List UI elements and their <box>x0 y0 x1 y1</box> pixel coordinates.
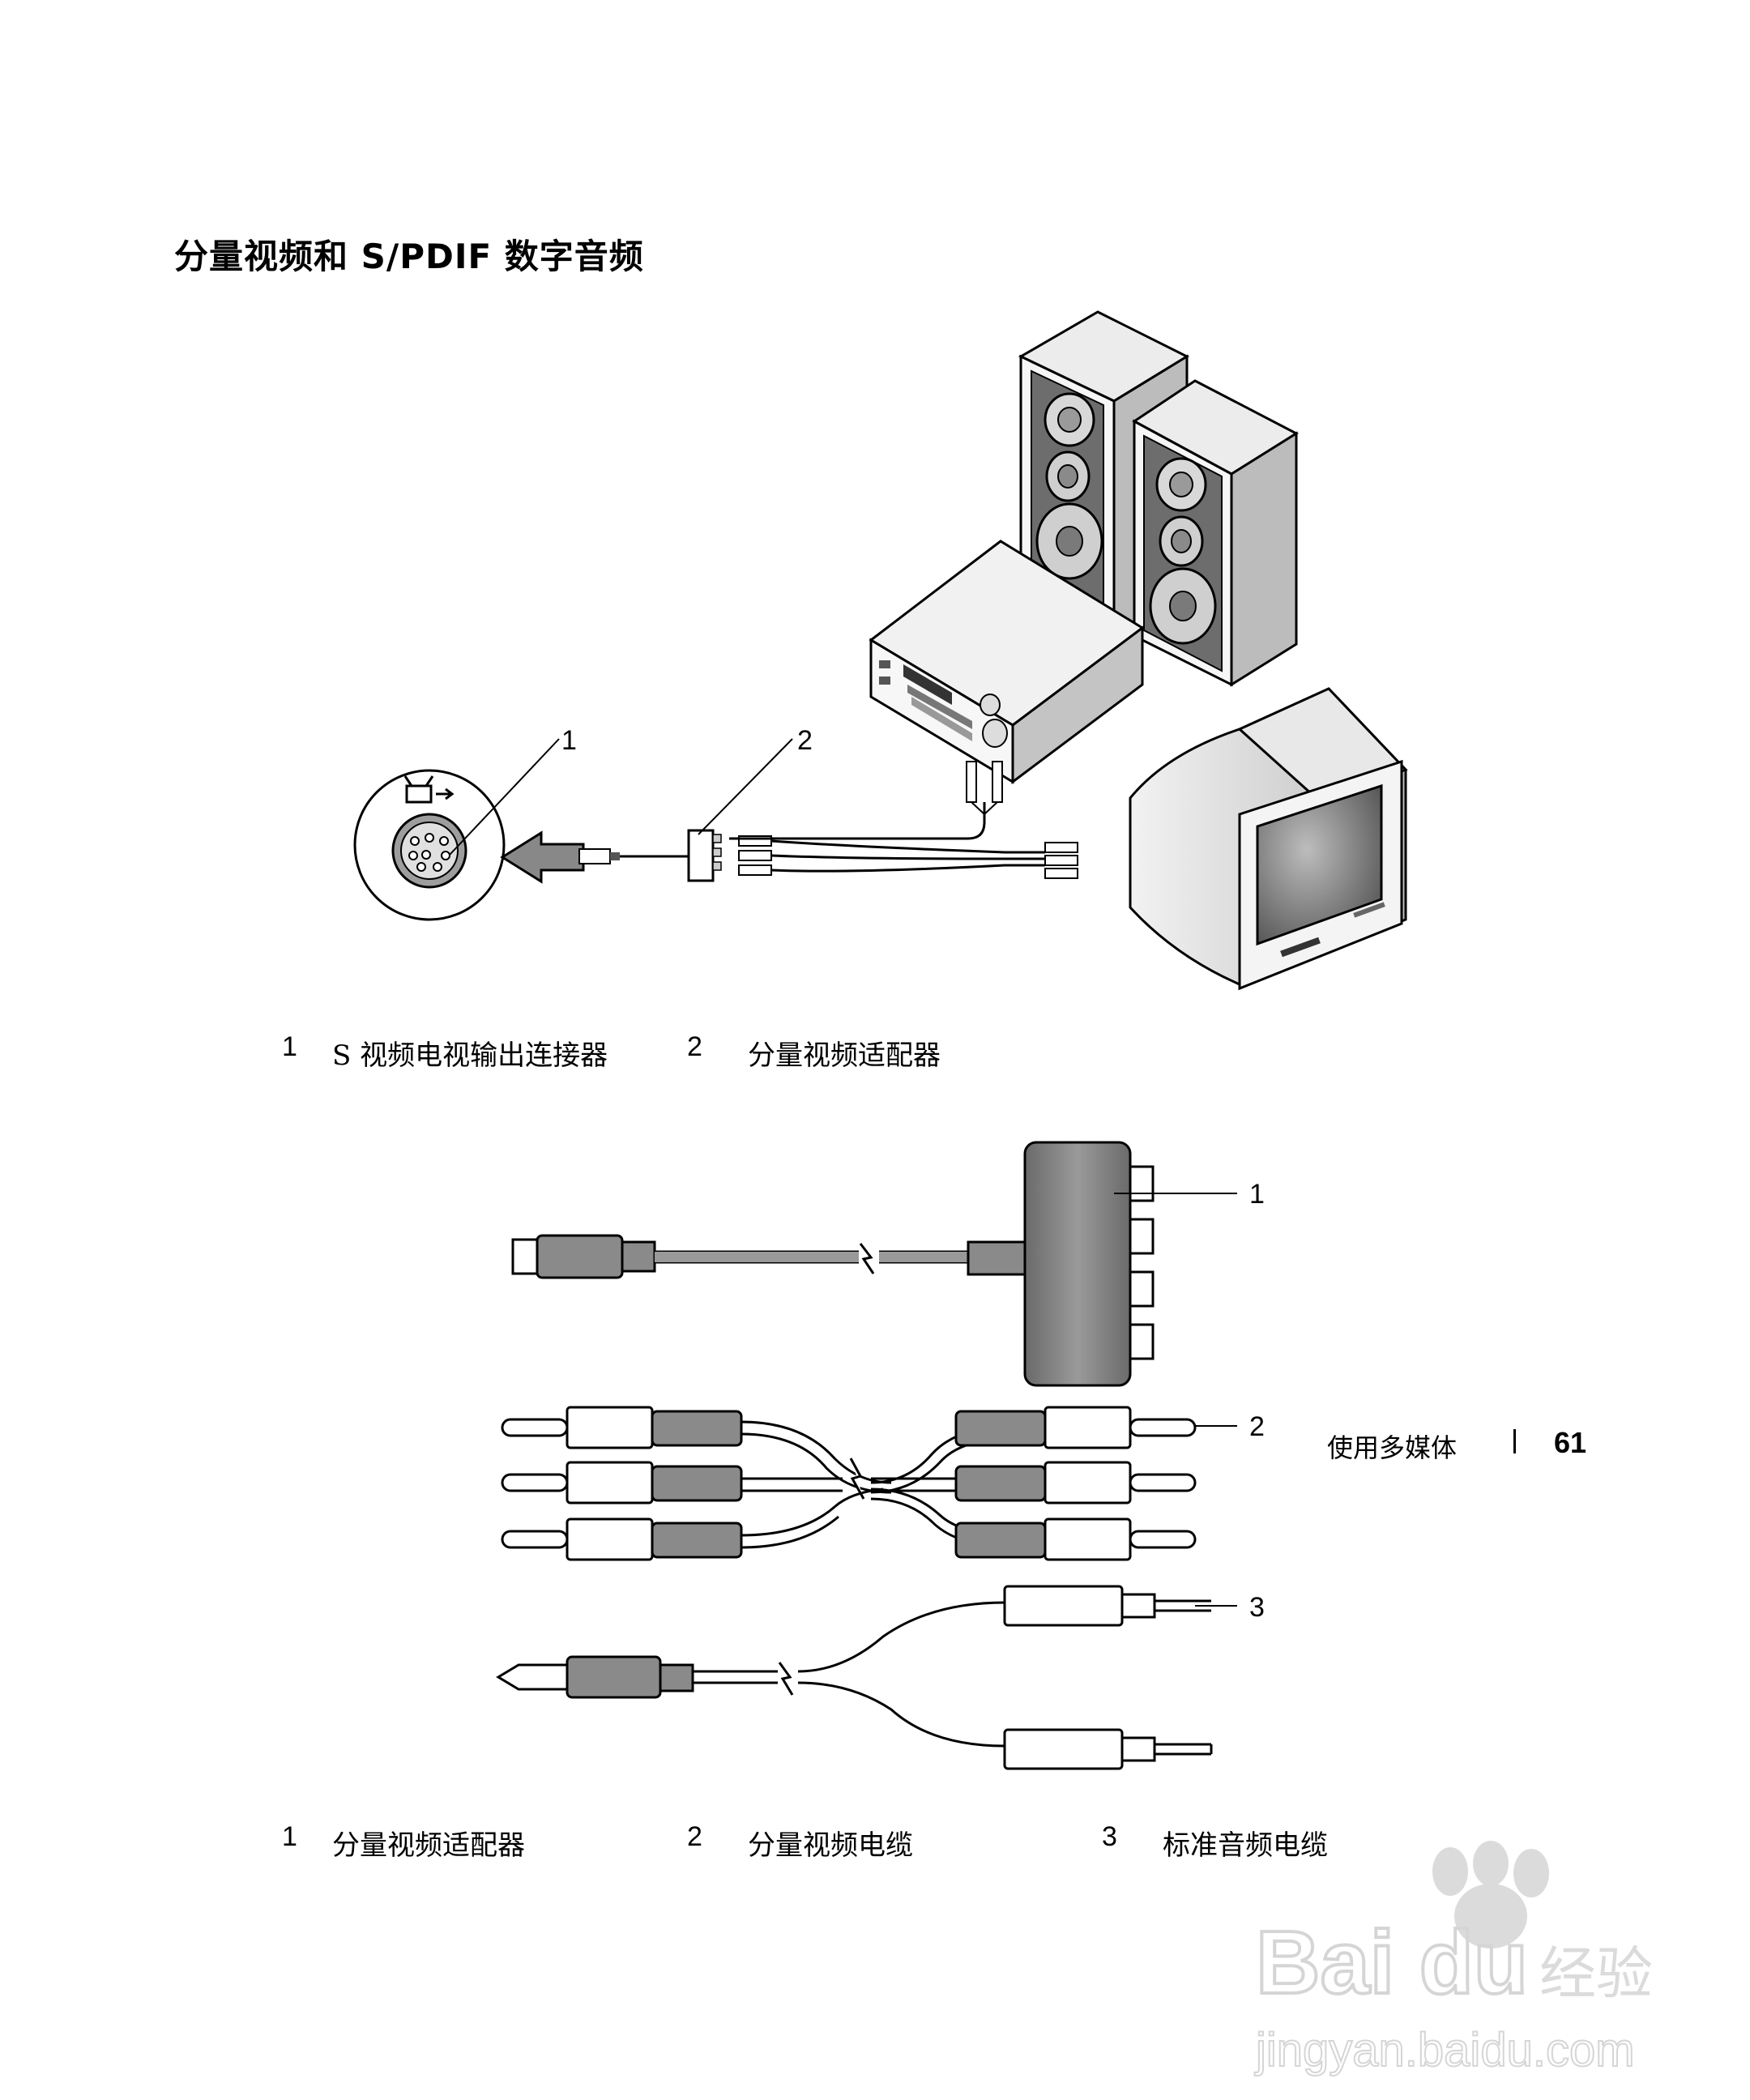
standard-audio-cable <box>496 1585 1213 1770</box>
section-heading: 分量视频和 S/PDIF 数字音频 <box>174 237 644 276</box>
footer-section-title: 使用多媒体 <box>1327 1432 1458 1463</box>
caption-num: 1 <box>282 1821 297 1852</box>
tv-out-icon <box>405 784 433 804</box>
rca-plugs-tv <box>1044 842 1078 879</box>
speaker-right <box>1132 379 1300 687</box>
svideo-adapter-cable <box>511 1141 1155 1387</box>
callout-3: 3 <box>1249 1592 1265 1623</box>
component-adapter-small <box>687 829 722 882</box>
svideo-port-closeup <box>353 769 506 921</box>
rca-plugs-left <box>738 835 772 876</box>
av-receiver <box>869 540 1145 784</box>
caption-num: 1 <box>282 1031 297 1062</box>
caption-text: 分量视频电缆 <box>748 1829 913 1862</box>
caption-text: 分量视频适配器 <box>748 1039 941 1072</box>
caption-num: 2 <box>687 1821 702 1852</box>
caption-num: 2 <box>687 1031 702 1062</box>
svg-text:经验: 经验 <box>1539 1940 1653 2007</box>
audio-plugs <box>966 761 1003 815</box>
caption-text: 标准音频电缆 <box>1163 1829 1328 1862</box>
caption-num: 3 <box>1102 1821 1117 1852</box>
svideo-plug <box>578 848 689 864</box>
page-number: 61 <box>1554 1426 1587 1459</box>
callout-2: 2 <box>797 725 813 756</box>
callout-1: 1 <box>1249 1179 1265 1210</box>
callout-1: 1 <box>561 725 577 756</box>
component-video-cable <box>501 1406 1197 1561</box>
tv-monitor <box>1129 687 1408 991</box>
svg-text:jingyan.baidu.com: jingyan.baidu.com <box>1254 2024 1635 2077</box>
caption-text: S 视频电视输出连接器 <box>332 1039 608 1072</box>
baidu-watermark-logo: Bai du 经验 jingyan.baidu.com <box>1253 1841 1653 2077</box>
caption-text: 分量视频适配器 <box>332 1829 525 1862</box>
footer-divider <box>1513 1429 1516 1453</box>
svg-text:Bai du: Bai du <box>1256 1913 1528 2012</box>
cables-diagram: 1 2 3 <box>496 1141 1265 1770</box>
arrow-icon <box>500 830 585 884</box>
connection-diagram: 1 2 <box>353 310 1408 991</box>
callout-2: 2 <box>1249 1411 1265 1442</box>
